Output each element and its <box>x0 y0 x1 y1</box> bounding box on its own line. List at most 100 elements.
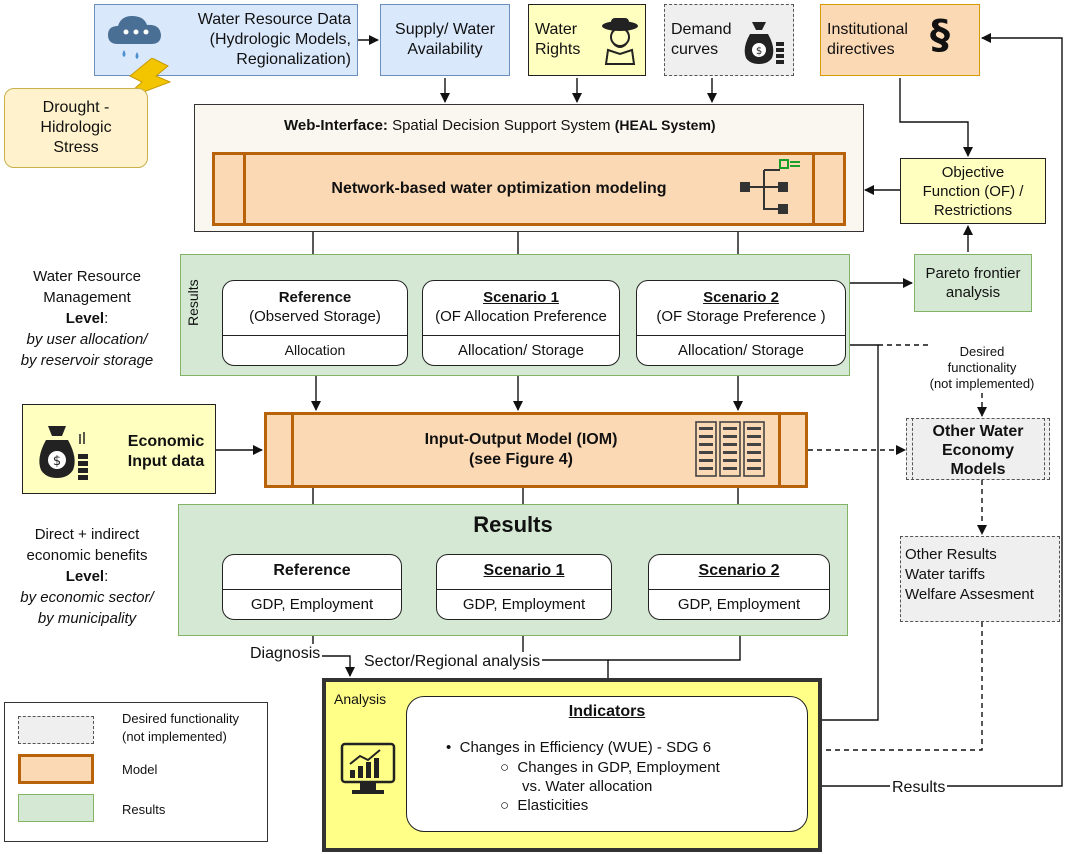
scenario-foot: GDP, Employment <box>250 595 374 613</box>
objective-function-box: Objective Function (OF) / Restrictions <box>900 158 1046 224</box>
svg-text:$: $ <box>756 46 762 57</box>
supply-line-1: Supply/ Water <box>395 21 495 38</box>
scenario-foot: Allocation <box>284 342 346 358</box>
indicator-efficiency: Changes in Efficiency (WUE) - SDG 6 <box>459 739 712 756</box>
legend-swatch-results <box>18 794 94 822</box>
other-results-line-3: Welfare Assesment <box>905 586 1034 603</box>
svg-text:$: $ <box>53 454 61 469</box>
wrm-line-2: Management <box>43 289 131 306</box>
demand-curves-box: Demand curves <box>664 4 794 76</box>
other-models-line-3: Models <box>950 461 1006 478</box>
water-rights-line-1: Water <box>535 21 578 38</box>
money-bag-icon: $ <box>744 22 784 64</box>
econ-line-2: economic benefits <box>26 547 148 564</box>
scenario-card-reference-bottom: Reference GDP, Employment <box>222 554 402 620</box>
iom-line-1: Input-Output Model (IOM) <box>424 431 618 448</box>
drought-line-1: Drought - <box>42 99 110 116</box>
supply-availability-box: Supply/ Water Availability <box>380 4 510 76</box>
economic-input-line-1: Economic <box>127 433 205 450</box>
diagnosis-label: Diagnosis <box>248 644 323 664</box>
wrm-italic-1: by user allocation/ <box>26 331 148 348</box>
tree-structure-icon <box>740 159 800 214</box>
pareto-line-2: analysis <box>945 284 1001 301</box>
results-vertical-text: Results <box>185 279 201 326</box>
other-models-box <box>906 418 1050 480</box>
scenario-card-1-top: Scenario 1 (OF Allocation Preference All… <box>422 280 620 366</box>
legend-desired-2: (not implemented) <box>122 729 227 744</box>
scenario-card-2-top: Scenario 2 (OF Storage Preference ) Allo… <box>636 280 846 366</box>
indicators-card <box>406 696 808 832</box>
demand-line-2: curves <box>671 41 719 58</box>
results-title: Results <box>473 512 553 537</box>
iom-label: Input-Output Model (IOM) (see Figure 4) <box>425 430 618 470</box>
other-models-line-1: Other Water <box>932 423 1024 440</box>
wrm-level-label: Water Resource Management Level: by user… <box>4 266 170 371</box>
section-sign-icon: § <box>930 12 950 58</box>
institutional-directives-box: Institutional directives <box>820 4 980 76</box>
legend-swatch-desired <box>18 716 94 744</box>
supply-line-2: Availability <box>407 41 483 58</box>
network-model-label: Network-based water optimization modelin… <box>331 180 667 197</box>
other-models-line-2: Economy <box>941 442 1014 459</box>
legend-model-label: Model <box>122 762 158 777</box>
results-vertical-label: Results <box>184 266 202 326</box>
money-bag-icon: $ <box>39 426 88 480</box>
desired-note-3: (not implemented) <box>929 376 1035 391</box>
legend-results-label: Results <box>122 802 166 817</box>
web-interface-label: Web-Interface: Spatial Decision Support … <box>284 116 844 135</box>
economic-input-line-2: Input data <box>127 453 205 470</box>
farmer-icon <box>602 18 638 65</box>
iom-line-2: (see Figure 4) <box>468 451 573 468</box>
heal-system-label: (HEAL System) <box>614 117 716 133</box>
analysis-label: Analysis <box>334 691 387 707</box>
scenario-sub: (OF Allocation Preference <box>435 308 607 325</box>
water-resource-line-2: (Hydrologic Models, <box>209 31 351 48</box>
drought-box: Drought - Hidrologic Stress <box>4 88 148 168</box>
scenario-foot: Allocation/ Storage <box>678 341 804 359</box>
wrm-level-word: Level <box>65 310 105 327</box>
scenario-foot: GDP, Employment <box>462 595 586 613</box>
institutional-line-1: Institutional <box>827 21 908 38</box>
legend-swatch-model <box>18 754 94 784</box>
indicators-title: Indicators <box>568 703 646 720</box>
web-interface-bold: Web-Interface: <box>284 117 388 134</box>
network-model-box: Network-based water optimization modelin… <box>212 152 846 226</box>
iom-box: Input-Output Model (IOM) (see Figure 4) <box>264 412 808 488</box>
other-results-line-2: Water tariffs <box>905 566 986 583</box>
scenario-sub: (Observed Storage) <box>249 308 381 325</box>
indicators-sub-1: ○ Changes in GDP, Employment vs. Water a… <box>500 758 800 815</box>
wrm-italic-2: by reservoir storage <box>20 352 154 369</box>
scenario-title: Scenario 1 <box>483 562 565 579</box>
scenario-title: Reference <box>273 562 351 579</box>
results-feedback-label: Results <box>890 778 948 798</box>
scenario-title: Reference <box>278 289 352 306</box>
indicator-gdp-cont: vs. Water allocation <box>522 778 653 795</box>
drought-line-2: Hidrologic <box>40 119 112 136</box>
econ-level-label: Direct + indirect economic benefits Leve… <box>4 524 170 629</box>
indicator-elasticities: Elasticities <box>517 797 589 814</box>
water-resource-line-1: Water Resource Data <box>197 11 351 28</box>
scenario-title: Scenario 2 <box>698 562 780 579</box>
scenario-foot: Allocation/ Storage <box>458 341 584 359</box>
objective-line-2: Function (OF) / <box>922 182 1024 200</box>
web-interface-desc: Spatial Decision Support System <box>387 117 615 134</box>
objective-line-1: Objective <box>941 163 1005 181</box>
institutional-line-2: directives <box>827 41 895 58</box>
econ-level-word: Level <box>65 568 105 585</box>
scenario-title: Scenario 1 <box>483 289 559 306</box>
economic-input-label: Economic Input data <box>118 432 214 472</box>
water-resource-line-3: Regionalization) <box>236 51 351 68</box>
desired-note-2: functionality <box>947 360 1017 375</box>
legend-desired-label: Desired functionality (not implemented) <box>122 710 239 746</box>
circle-bullet: ○ <box>500 759 510 776</box>
demand-line-1: Demand <box>671 21 732 38</box>
bullet-dot: • <box>446 739 452 756</box>
scenario-card-1-bottom: Scenario 1 GDP, Employment <box>436 554 612 620</box>
objective-line-3: Restrictions <box>933 201 1013 219</box>
other-results-line-1: Other Results <box>905 546 997 563</box>
monitor-chart-icon <box>340 742 396 794</box>
pareto-box: Pareto frontier analysis <box>914 254 1032 312</box>
econ-italic-2: by municipality <box>37 610 137 627</box>
cloud-rain-icon <box>108 16 161 59</box>
legend-desired-1: Desired functionality <box>122 711 240 726</box>
